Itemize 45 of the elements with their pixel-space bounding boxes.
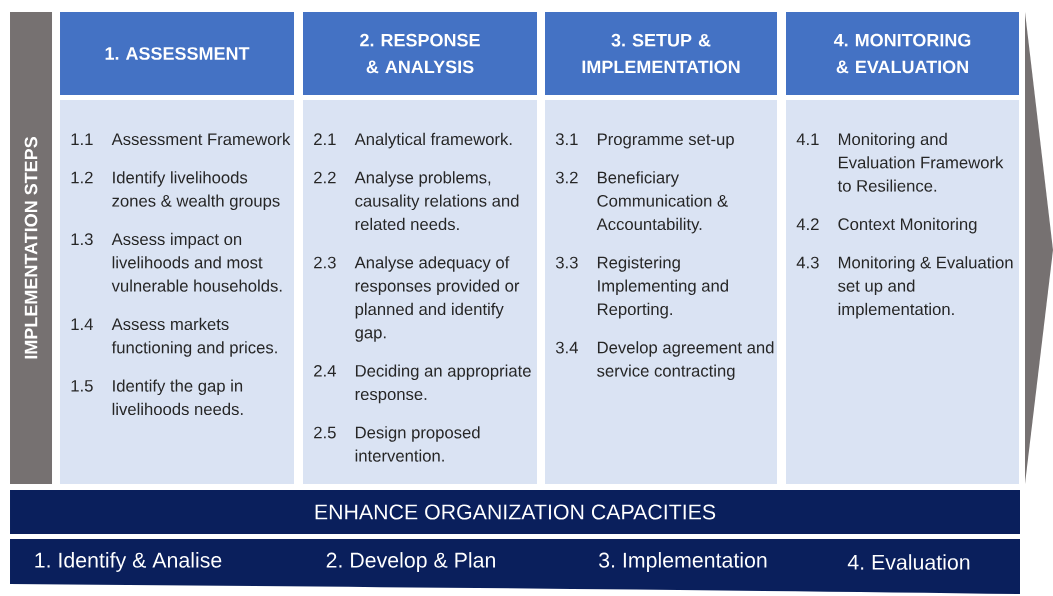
step-number: 2.3 — [314, 256, 336, 269]
step-text: Identify livelihoods zones & wealth groups — [112, 171, 280, 211]
step-panel — [60, 100, 294, 484]
step-panel — [303, 100, 537, 484]
step-number: 2.1 — [314, 133, 336, 145]
step-number: 1.3 — [71, 233, 93, 246]
step-text: Analyse problems, causality relations and related needs. — [354, 171, 519, 231]
step-text: Context Monitoring — [838, 217, 977, 234]
step-number: 1.2 — [71, 171, 93, 184]
step-text: Develop agreement and service contracting — [597, 341, 774, 381]
step-text: Programme set-up — [597, 133, 734, 149]
step-number: 1.5 — [71, 380, 93, 392]
step-panel — [786, 100, 1019, 484]
side-bar: IMPLEMENTATION STEPS — [10, 12, 52, 484]
step-number: 4.2 — [796, 218, 819, 230]
step-text: Identify the gap in livelihoods needs. — [112, 379, 243, 416]
step-text: Monitoring and Evaluation Framework to Resilience. — [837, 132, 1004, 192]
step-text: Deciding an appropriate response. — [355, 364, 531, 404]
step-number: 4.3 — [796, 256, 819, 269]
step-number: 3.4 — [555, 341, 578, 354]
step-panel — [545, 100, 777, 484]
step-number: 4.1 — [796, 133, 819, 145]
column-header: 2. RESPONSE & ANALYSIS — [303, 12, 537, 95]
step-number: 2.5 — [314, 426, 336, 439]
step-text: Registering Implementing and Reporting. — [597, 256, 728, 319]
step-text: Assess impact on livelihoods and most vulnerable households. — [111, 232, 282, 292]
step-number: 3.1 — [555, 133, 578, 146]
step-number: 1.1 — [71, 133, 93, 145]
step-number: 3.3 — [555, 256, 578, 269]
step-text: Analyse adequacy of responses provided or planned and identify gap. — [354, 256, 520, 342]
column-header: 1. ASSESSMENT — [60, 12, 294, 95]
step-number: 1.4 — [71, 318, 93, 330]
step-text: Assess markets functioning and prices. — [111, 317, 277, 357]
column-header: 4. MONITORING & EVALUATION — [786, 12, 1019, 95]
phase-band: 1. Identify & Analise 2. Develop & Plan 3. Implementation 4. Evaluation — [10, 539, 1020, 594]
step-text: Design proposed intervention. — [355, 426, 480, 462]
step-number: 2.4 — [314, 364, 336, 377]
capacity-band: ENHANCE ORGANIZATION CAPACITIES — [10, 490, 1020, 534]
step-text: Beneficiary Communication & Accountability. — [596, 171, 728, 234]
column-header: 3. SETUP & IMPLEMENTATION — [545, 12, 777, 95]
step-text: Monitoring & Evaluation set up and implementation. — [838, 256, 1013, 319]
step-text: Assessment Framework — [111, 132, 291, 146]
step-number: 2.2 — [314, 171, 336, 184]
step-text: Analytical framework. — [354, 132, 512, 149]
step-number: 3.2 — [555, 171, 578, 184]
